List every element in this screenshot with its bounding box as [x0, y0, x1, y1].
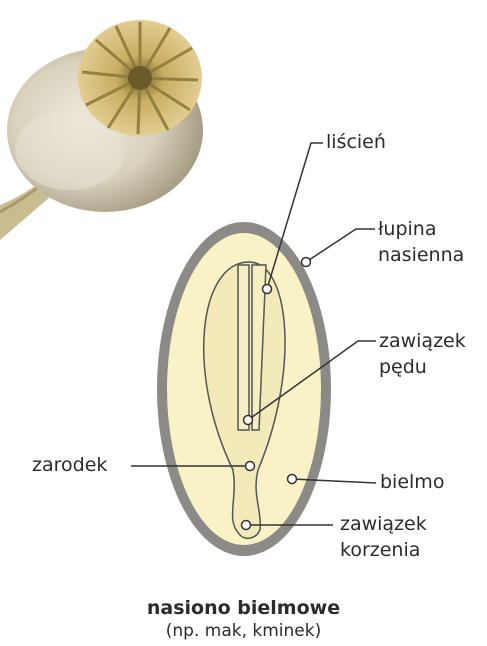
- marker-zawiazek-pedu: [244, 416, 253, 425]
- marker-lupina: [302, 258, 311, 267]
- marker-bielmo: [288, 475, 297, 484]
- label-lupina-line1: łupina: [378, 218, 436, 241]
- label-zawiazek-pedu-line1: zawiązek: [379, 330, 466, 353]
- label-zawiazek-korzenia-line2: korzenia: [340, 539, 420, 562]
- caption-title: nasiono bielmowe: [0, 597, 487, 619]
- marker-zarodek: [246, 462, 255, 471]
- label-bielmo: bielmo: [380, 471, 444, 494]
- label-zawiazek-pedu-line2: pędu: [379, 356, 427, 379]
- label-zawiazek-korzenia-line1: zawiązek: [340, 513, 427, 536]
- marker-liscien: [263, 285, 272, 294]
- poppy-seed-head-image: [0, 20, 203, 240]
- label-zarodek: zarodek: [32, 454, 107, 477]
- caption-subtitle: (np. mak, kminek): [0, 621, 487, 641]
- marker-zawiazek-korzenia: [242, 521, 251, 530]
- cotyledon-left: [238, 265, 249, 430]
- leader-lupina: [306, 229, 375, 262]
- label-liscien: liścień: [326, 131, 386, 154]
- poppy-crown: [78, 20, 202, 136]
- label-lupina-line2: nasienna: [378, 244, 464, 267]
